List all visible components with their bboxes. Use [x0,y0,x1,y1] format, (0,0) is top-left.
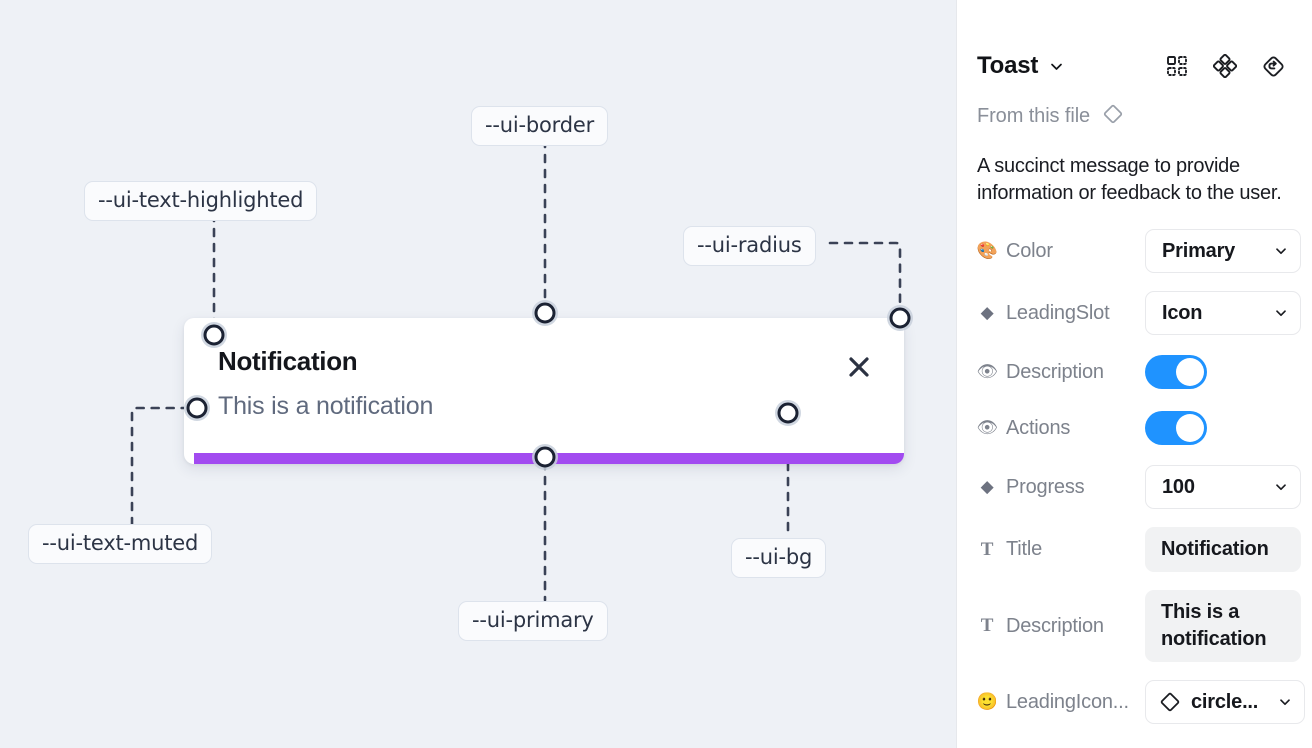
label-text: Actions [1006,416,1071,439]
leadingicon-select[interactable]: circle... [1145,680,1305,724]
property-list: 🎨 Color Primary ◆ LeadingSlot [957,207,1312,724]
property-row-leadingicon: 🙂 LeadingIcon... circle... [977,680,1305,724]
diamond-icon [1101,102,1125,131]
anchor-dot-bg[interactable] [777,402,799,424]
label-text: Description [1006,360,1104,383]
token-chip-ui-text-highlighted[interactable]: --ui-text-highlighted [84,181,318,222]
reset-instance-icon[interactable] [1261,54,1286,79]
variants-icon[interactable] [1213,54,1237,78]
description-input[interactable]: This is a notification [1145,590,1301,662]
progress-select-value: 100 [1162,475,1195,498]
property-row-title: T Title Notification [977,527,1301,572]
text-type-icon: T [980,538,994,560]
anchor-dot-radius[interactable] [889,307,911,329]
property-row-description-toggle: 👁 Description [977,353,1298,391]
component-name: Toast [977,52,1039,79]
close-icon[interactable] [846,354,872,380]
color-select[interactable]: Primary [1145,229,1301,273]
component-description: A succinct message to provide informatio… [977,155,1282,204]
chevron-down-icon [1274,480,1288,494]
property-label-description-text: T Description [977,615,1145,638]
anchor-dot-border[interactable] [534,302,556,324]
component-grid-icon[interactable] [1165,54,1189,78]
design-canvas[interactable]: Notification This is a notification --ui… [0,0,956,748]
property-row-color: 🎨 Color Primary [977,229,1301,273]
description-toggle[interactable] [1145,355,1207,389]
property-label-leadingicon: 🙂 LeadingIcon... [977,691,1145,714]
leadingslot-select-value: Icon [1162,301,1203,324]
diamond-filled-icon: ◆ [980,477,994,496]
leadingicon-select-value: circle... [1191,690,1259,713]
token-chip-ui-border[interactable]: --ui-border [471,106,609,147]
color-select-value: Primary [1162,239,1236,262]
property-row-actions-toggle: 👁 Actions [977,409,1298,447]
from-this-file[interactable]: From this file [957,80,1312,131]
label-text: Progress [1006,475,1085,498]
property-label-title: T Title [977,538,1145,561]
smiley-emoji-icon: 🙂 [977,692,998,711]
toast-description: This is a notification [218,392,434,420]
property-label-progress: ◆ Progress [977,476,1145,499]
panel-header-actions [1165,54,1286,79]
label-text: Description [1006,614,1104,637]
label-text: LeadingSlot [1006,301,1110,324]
property-label-description: 👁 Description [977,361,1145,384]
token-chip-ui-bg[interactable]: --ui-bg [731,538,827,579]
token-chip-ui-text-muted[interactable]: --ui-text-muted [28,524,213,565]
progress-select[interactable]: 100 [1145,465,1301,509]
chevron-down-icon [1278,695,1292,709]
toggle-knob [1176,414,1204,442]
leadingslot-select[interactable]: Icon [1145,291,1301,335]
token-chip-ui-radius[interactable]: --ui-radius [683,226,816,267]
label-text: LeadingIcon... [1006,690,1129,713]
label-text: Title [1006,538,1043,560]
anchor-dot-text-muted[interactable] [186,397,208,419]
text-type-icon: T [980,615,994,636]
eye-emoji-icon: 👁 [977,418,998,437]
anchor-dot-primary[interactable] [534,446,556,468]
token-chip-ui-primary[interactable]: --ui-primary [458,601,608,642]
toast-component-preview[interactable]: Notification This is a notification [184,318,904,464]
diamond-icon [1158,690,1182,714]
chevron-down-icon[interactable] [1049,59,1064,74]
label-text: Color [1006,239,1053,262]
palette-emoji-icon: 🎨 [977,241,998,260]
toggle-knob [1176,358,1204,386]
property-row-leadingslot: ◆ LeadingSlot Icon [977,291,1301,335]
chevron-down-icon [1274,306,1288,320]
from-this-file-label: From this file [977,105,1091,127]
property-label-leadingslot: ◆ LeadingSlot [977,302,1145,325]
property-label-color: 🎨 Color [977,240,1145,263]
anchor-dot-text-highlighted[interactable] [203,324,225,346]
toast-title: Notification [218,346,358,376]
panel-header: Toast [957,0,1312,80]
property-label-actions: 👁 Actions [977,417,1145,440]
eye-emoji-icon: 👁 [977,362,998,381]
title-input[interactable]: Notification [1145,527,1301,572]
diamond-filled-icon: ◆ [980,303,994,322]
property-row-progress: ◆ Progress 100 [977,465,1301,509]
actions-toggle[interactable] [1145,411,1207,445]
chevron-down-icon [1274,244,1288,258]
properties-panel: Toast [956,0,1312,748]
property-row-description-text: T Description This is a notification [977,590,1301,662]
